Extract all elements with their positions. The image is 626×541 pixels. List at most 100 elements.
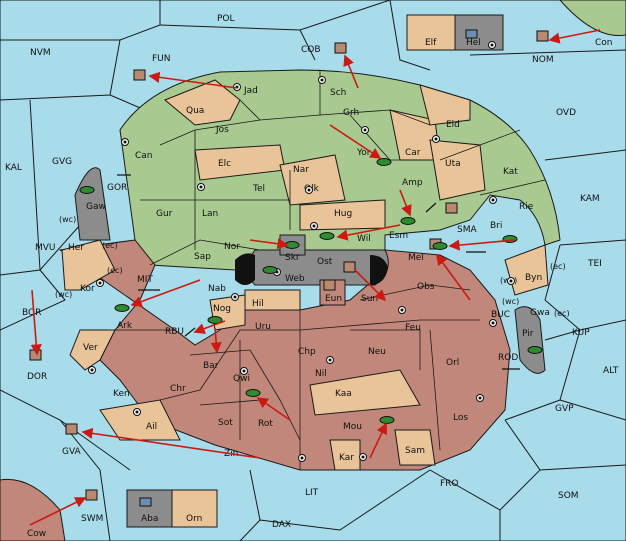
territory-ail[interactable] bbox=[99, 399, 181, 441]
label-nab: Nab bbox=[208, 284, 226, 294]
label-eld: Eld bbox=[446, 120, 460, 130]
fleet-icon bbox=[465, 29, 478, 39]
label-kam: KAM bbox=[580, 194, 600, 204]
label-grh: Grh bbox=[343, 108, 359, 118]
label-nor: Nor bbox=[224, 242, 240, 252]
label-fro: FRO bbox=[440, 479, 459, 489]
label-sot: Sot bbox=[218, 418, 233, 428]
supply-center bbox=[231, 293, 239, 301]
label-nvm: NVM bbox=[30, 48, 51, 58]
label-web: Web bbox=[285, 274, 305, 284]
coast-kor-ec: (ec) bbox=[107, 266, 123, 275]
label-dax: DAX bbox=[272, 520, 291, 530]
territory-cow[interactable] bbox=[0, 478, 66, 541]
supply-center bbox=[432, 135, 440, 143]
label-gur: Gur bbox=[156, 209, 173, 219]
supply-center bbox=[476, 394, 484, 402]
territory-eld[interactable] bbox=[419, 84, 471, 126]
label-orn: Orn bbox=[186, 514, 202, 524]
label-bri: Bri bbox=[490, 221, 502, 231]
label-rie: Rie bbox=[519, 202, 534, 212]
label-buc: BUC bbox=[491, 310, 510, 320]
label-obs: Obs bbox=[417, 282, 435, 292]
label-ail: Ail bbox=[146, 422, 157, 432]
label-los: Los bbox=[453, 413, 468, 423]
label-ovd: OVD bbox=[556, 108, 576, 118]
label-qua: Qua bbox=[186, 106, 204, 116]
label-wil: Wil bbox=[357, 234, 371, 244]
coast-her-wc: (wc) bbox=[59, 215, 76, 224]
label-nar: Nar bbox=[293, 165, 309, 175]
territory-aba[interactable] bbox=[126, 489, 173, 528]
supply-center bbox=[298, 454, 306, 462]
label-gaw: Gaw bbox=[86, 202, 106, 212]
label-rot: Rot bbox=[258, 419, 273, 429]
territory-sam[interactable] bbox=[394, 429, 436, 466]
territory-olk[interactable] bbox=[279, 154, 346, 206]
label-gvp: GVP bbox=[555, 404, 574, 414]
label-hug: Hug bbox=[334, 209, 352, 219]
label-rbu: RBU bbox=[165, 327, 184, 337]
label-byn: Byn bbox=[525, 273, 542, 283]
label-nil: Nil bbox=[315, 369, 327, 379]
label-hel: Hel bbox=[466, 38, 481, 48]
territory-hel[interactable] bbox=[454, 14, 504, 51]
supply-center bbox=[488, 41, 496, 49]
supply-center bbox=[489, 196, 497, 204]
label-gor: GOR bbox=[107, 183, 127, 193]
label-mou: Mou bbox=[343, 422, 362, 432]
supply-center bbox=[121, 138, 129, 146]
supply-centers bbox=[88, 41, 515, 462]
supply-center bbox=[197, 183, 205, 191]
label-car: Car bbox=[405, 148, 421, 158]
label-sun: Sun bbox=[361, 294, 378, 304]
fleet-icon bbox=[334, 42, 347, 54]
label-lit: LIT bbox=[305, 488, 319, 498]
label-kaa: Kaa bbox=[335, 389, 352, 399]
territory-orn[interactable] bbox=[171, 489, 218, 528]
label-jos: Jos bbox=[215, 125, 229, 135]
label-ost: Ost bbox=[317, 257, 333, 267]
supply-center bbox=[133, 408, 141, 416]
supply-center bbox=[240, 367, 248, 375]
territory-gaw[interactable] bbox=[74, 167, 111, 241]
territory-kar[interactable] bbox=[329, 439, 361, 471]
label-kal: KAL bbox=[5, 163, 22, 173]
coast-byn-ec: (ec) bbox=[550, 262, 566, 271]
army-icon bbox=[400, 217, 416, 225]
army-icon bbox=[379, 416, 395, 424]
territory-uta[interactable] bbox=[429, 139, 486, 201]
fleet-icon bbox=[29, 349, 42, 361]
label-tei: TEI bbox=[587, 259, 602, 269]
army-icon bbox=[319, 232, 335, 240]
army-icon bbox=[262, 266, 278, 274]
label-bor: BOR bbox=[22, 308, 41, 318]
label-uru: Uru bbox=[255, 322, 271, 332]
label-nog: Nog bbox=[213, 304, 231, 314]
label-esm: Esm bbox=[389, 231, 408, 241]
army-icon bbox=[432, 242, 448, 250]
label-gvg: GVG bbox=[52, 157, 72, 167]
territory-ver[interactable] bbox=[69, 329, 116, 371]
label-eun: Eun bbox=[325, 294, 342, 304]
supply-center bbox=[359, 453, 367, 461]
label-sch: Sch bbox=[330, 88, 346, 98]
order-arrows bbox=[29, 29, 601, 526]
fleet-icon bbox=[85, 489, 98, 501]
label-kup: KUP bbox=[572, 328, 590, 338]
label-amp: Amp bbox=[402, 178, 423, 188]
coast-her-ec: (ec) bbox=[102, 241, 118, 250]
army-icon bbox=[207, 316, 223, 324]
label-qwi: Qwi bbox=[233, 374, 250, 384]
territory-kaa[interactable] bbox=[309, 369, 421, 416]
territory-pir[interactable] bbox=[514, 306, 546, 374]
label-rod: ROD bbox=[498, 353, 518, 363]
label-nom: NOM bbox=[532, 55, 554, 65]
label-cow: Cow bbox=[27, 529, 46, 539]
label-con: Con bbox=[595, 38, 613, 48]
label-orl: Orl bbox=[446, 358, 459, 368]
supply-center bbox=[507, 277, 515, 285]
strait-west bbox=[235, 253, 255, 285]
fleet-icon bbox=[445, 202, 458, 214]
